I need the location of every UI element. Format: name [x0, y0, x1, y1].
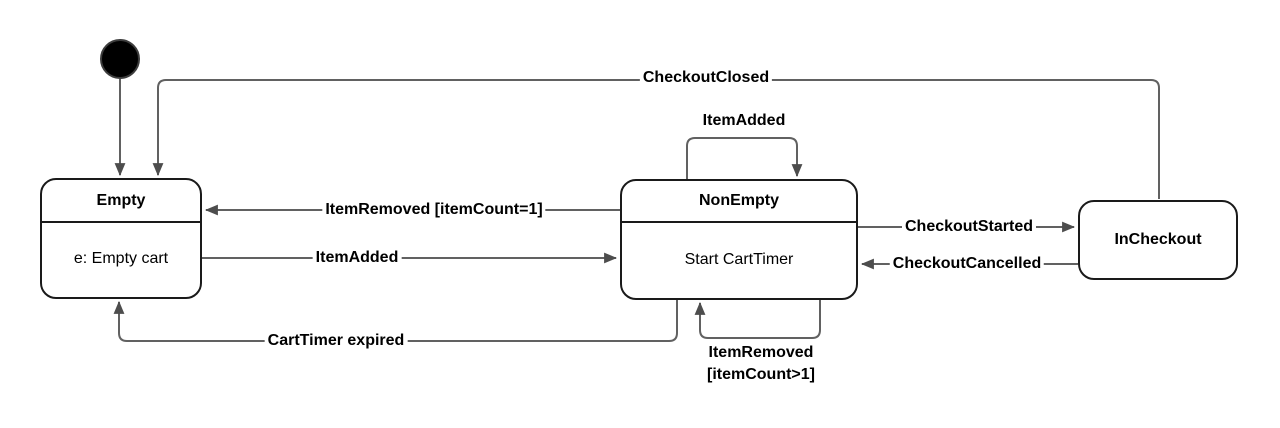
edge-item-removed-gt1-self-loop	[694, 300, 821, 339]
label-item-added: ItemAdded	[312, 247, 402, 269]
initial-state-marker	[100, 39, 140, 79]
label-item-added-self: ItemAdded	[699, 110, 789, 132]
label-checkout-started: CheckoutStarted	[901, 216, 1037, 238]
label-carttimer-expired: CartTimer expired	[264, 330, 408, 352]
state-empty-title: Empty	[42, 180, 200, 223]
label-checkout-closed: CheckoutClosed	[639, 67, 773, 89]
label-item-removed-gt1-line1: ItemRemoved	[708, 344, 814, 361]
state-nonempty-action: Start CartTimer	[684, 250, 794, 268]
label-item-removed-count1: ItemRemoved [itemCount=1]	[322, 199, 546, 221]
label-item-removed-gt1-line2: [itemCount>1]	[707, 366, 815, 383]
state-nonempty: NonEmpty Start CartTimer	[620, 179, 858, 300]
state-incheckout: InCheckout	[1078, 200, 1238, 280]
state-empty: Empty e: Empty cart	[40, 178, 202, 299]
label-checkout-cancelled: CheckoutCancelled	[889, 253, 1045, 275]
state-empty-action: e: Empty cart	[73, 250, 169, 267]
state-incheckout-title: InCheckout	[1114, 231, 1202, 248]
edge-item-added-self-loop	[686, 137, 803, 179]
state-nonempty-title: NonEmpty	[622, 181, 856, 223]
label-item-removed-gt1: ItemRemoved [itemCount>1]	[704, 342, 818, 386]
